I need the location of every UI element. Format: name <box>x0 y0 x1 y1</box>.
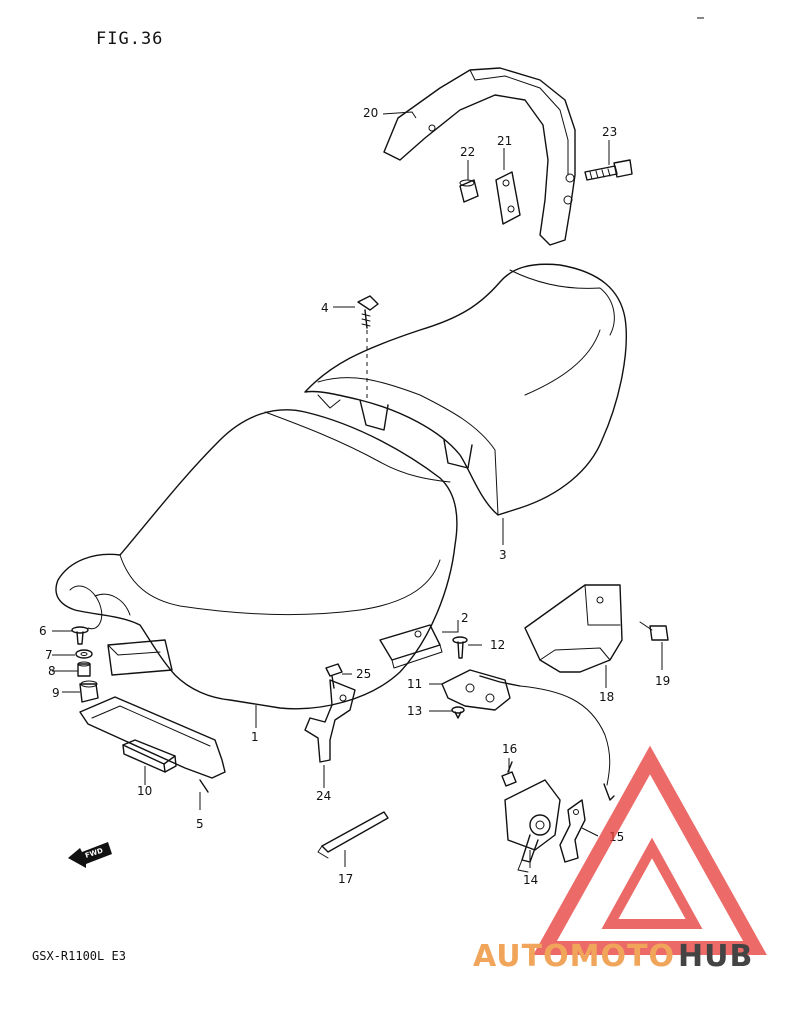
callout-24: 24 <box>316 789 331 803</box>
watermark-text-a: AUTOMOTO <box>473 939 675 974</box>
part-4-wing-bolt <box>357 295 379 400</box>
part-20-grab-handle <box>383 67 576 246</box>
part-12-screw <box>452 636 468 659</box>
callout-18: 18 <box>599 690 614 704</box>
part-2-damper <box>379 624 443 669</box>
callout-7: 7 <box>45 648 53 662</box>
callout-11: 11 <box>407 677 422 691</box>
callout-2: 2 <box>461 611 469 625</box>
callout-19: 19 <box>655 674 670 688</box>
part-22-collar <box>459 179 479 203</box>
leader-lines <box>52 111 663 868</box>
part-19-screw <box>639 621 669 641</box>
callout-4: 4 <box>321 301 329 315</box>
part-1-front-seat <box>55 409 458 710</box>
figure-title: FIG.36 <box>96 29 163 49</box>
watermark-text-b: HUB <box>678 939 753 974</box>
part-25-bolt <box>325 663 343 689</box>
part-21-plate <box>495 171 521 225</box>
callout-9: 9 <box>52 686 60 700</box>
part-14-key-lock <box>504 779 561 873</box>
part-15-bracket <box>559 783 615 863</box>
callout-20: 20 <box>363 106 378 120</box>
part-13-screw <box>451 706 465 719</box>
callout-16: 16 <box>502 742 517 756</box>
callout-21: 21 <box>497 134 512 148</box>
part-24-bracket <box>304 679 356 763</box>
callout-8: 8 <box>48 664 56 678</box>
callout-14: 14 <box>523 873 538 887</box>
part-3-rear-seat <box>304 263 627 516</box>
callout-13: 13 <box>407 704 422 718</box>
part-23-bolt <box>584 159 633 181</box>
callout-5: 5 <box>196 817 204 831</box>
callout-12: 12 <box>490 638 505 652</box>
part-5-bracket <box>79 696 226 793</box>
callout-25: 25 <box>356 667 371 681</box>
callout-22: 22 <box>460 145 475 159</box>
part-10-pad <box>122 739 177 773</box>
part-8-collar <box>77 661 91 677</box>
fwd-arrow-icon: FWD <box>68 842 112 868</box>
part-11-seat-lock <box>441 669 611 786</box>
model-code: GSX-R1100L E3 <box>32 949 126 963</box>
watermark: AUTOMOTO HUB <box>473 745 767 974</box>
callout-labels: 1 2 3 4 5 6 7 8 9 10 11 12 13 14 15 16 1… <box>39 106 670 887</box>
callout-10: 10 <box>137 784 152 798</box>
callout-1: 1 <box>251 730 259 744</box>
part-6-screw <box>71 626 89 645</box>
callout-6: 6 <box>39 624 47 638</box>
callout-3: 3 <box>499 548 507 562</box>
part-9-cushion <box>79 680 99 703</box>
part-17-strap <box>317 811 389 859</box>
part-18-bracket <box>524 584 623 673</box>
callout-23: 23 <box>602 125 617 139</box>
callout-17: 17 <box>338 872 353 886</box>
part-7-washer <box>75 649 93 659</box>
